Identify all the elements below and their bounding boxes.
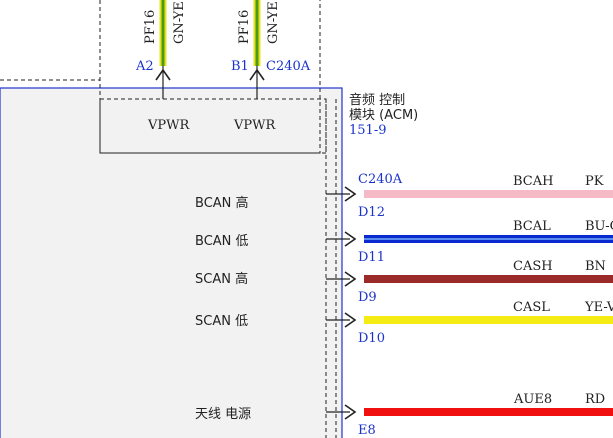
- module-name-line2: 模块 (ACM): [349, 108, 418, 123]
- top-wire-a2: PF16 GN-YE A2 VPWR: [135, 0, 190, 133]
- module-name-line1: 音频 控制: [349, 92, 405, 108]
- pin-number: E8: [358, 423, 376, 438]
- connector-arrow: [249, 68, 265, 81]
- wire-color-label: PK: [585, 174, 604, 189]
- pin-function-label: BCAN 高: [195, 195, 249, 211]
- pin-function-label: 天线 电源: [195, 407, 251, 422]
- wire-color-label: BN: [585, 259, 606, 274]
- wire-color-label: GN-YE: [172, 1, 187, 44]
- wire-core: [255, 0, 259, 66]
- connector-arrow: [344, 231, 357, 247]
- wire-cash: [364, 275, 613, 283]
- pin-row-d12: BCAN 高 D12 BCAH PK: [195, 174, 613, 220]
- pin-number: D12: [358, 205, 385, 220]
- wire-circuit-label: CASH: [513, 259, 553, 274]
- wire-circuit-label: CASL: [513, 300, 550, 315]
- connector-label: C240A: [266, 59, 311, 74]
- pin-row-d9: SCAN 高 D9 CASH BN: [195, 259, 613, 305]
- pin-rows: BCAN 高 D12 BCAH PK BCAN 低 D11 BCAL BU-O SCAN 高 D9…: [195, 174, 613, 438]
- connector-arrow: [344, 404, 357, 420]
- wire-aue8: [364, 408, 613, 416]
- pin-label: B1: [231, 59, 249, 74]
- pin-number: D9: [358, 290, 377, 305]
- wire-circuit-label: BCAH: [513, 174, 553, 189]
- wire-casl: [364, 316, 613, 324]
- pin-label: A2: [135, 59, 154, 74]
- connector-arrow: [155, 68, 171, 81]
- module-page-ref: 151-9: [349, 123, 386, 138]
- pin-row-d11: BCAN 低 D11 BCAL BU-O: [195, 219, 613, 265]
- wire-color-label: BU-O: [585, 219, 613, 234]
- wire-circuit-label: BCAL: [513, 219, 551, 234]
- connector-arrow: [344, 312, 357, 328]
- net-label: VPWR: [233, 118, 276, 133]
- wire-circuit-label: PF16: [143, 10, 158, 44]
- wire-stripe: [364, 238, 613, 240]
- connector-arrow: [344, 186, 357, 202]
- module-box: [0, 87, 343, 438]
- net-label: VPWR: [147, 118, 190, 133]
- wire-circuit-label: PF16: [237, 10, 252, 44]
- pin-row-e8: 天线 电源 E8 AUE8 RD: [195, 392, 613, 438]
- wire-circuit-label: AUE8: [513, 392, 552, 407]
- pin-function-label: SCAN 高: [195, 271, 248, 287]
- pin-function-label: BCAN 低: [195, 234, 249, 249]
- pin-row-d10: SCAN 低 D10 CASL YE-V: [195, 300, 613, 346]
- connector-arrow: [344, 271, 357, 287]
- wire-color-label: YE-V: [584, 300, 613, 315]
- wire-bcah: [364, 190, 613, 198]
- pin-function-label: SCAN 低: [195, 314, 248, 329]
- inner-dashed-box: [99, 98, 327, 154]
- connector-label-c240a: C240A: [358, 172, 403, 187]
- wire-color-label: RD: [585, 392, 605, 407]
- wire-color-label: GN-YE: [266, 1, 281, 44]
- top-wire-b1: PF16 GN-YE B1 C240A VPWR: [231, 0, 311, 133]
- wire-core: [161, 0, 165, 66]
- pin-number: D10: [358, 331, 385, 346]
- pin-number: D11: [358, 250, 385, 265]
